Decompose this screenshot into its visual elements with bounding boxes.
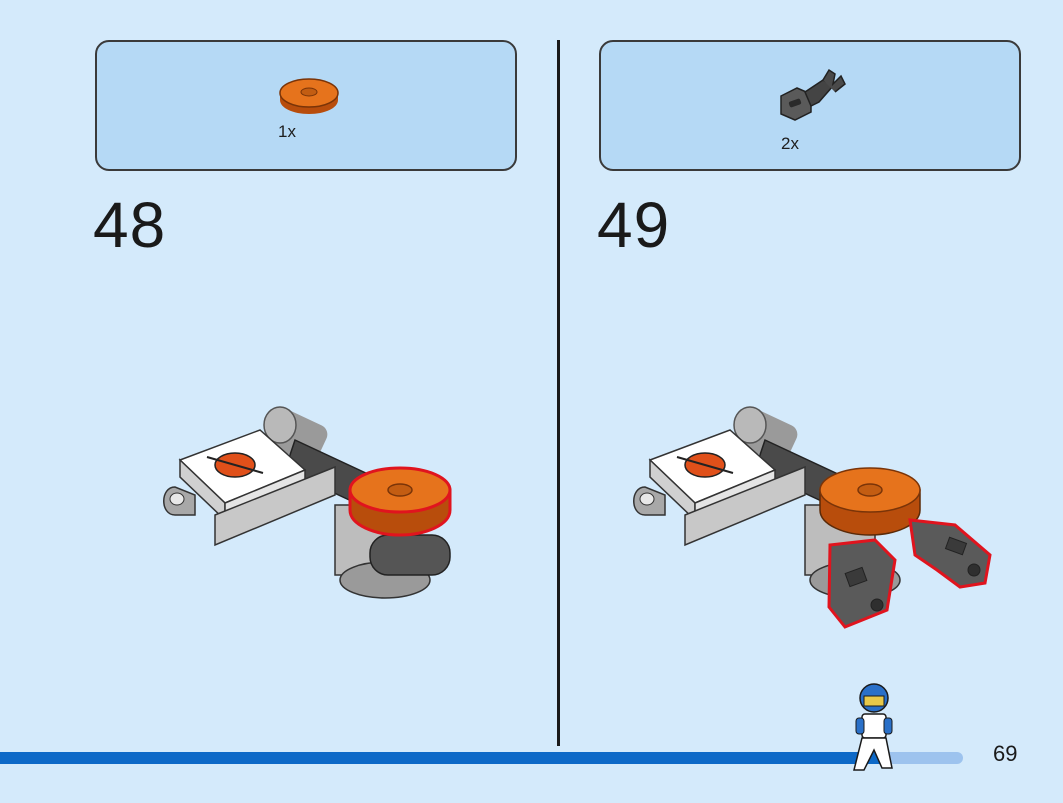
part-quantity: 2x xyxy=(781,134,799,153)
parts-callout-step-48: 1x xyxy=(95,40,517,171)
step-number: 49 xyxy=(597,189,671,261)
step-number: 48 xyxy=(93,189,167,261)
page-number: 69 xyxy=(993,741,1018,766)
step-divider xyxy=(557,40,560,746)
step-49-assembly-illustration xyxy=(633,406,992,629)
part-quantity: 1x xyxy=(278,122,296,141)
minifigure-progress-marker-icon xyxy=(853,683,893,771)
step-48-assembly-illustration xyxy=(163,406,452,599)
orange-round-tile-icon xyxy=(279,78,339,114)
gray-clip-arm-icon xyxy=(780,68,846,121)
parts-callout-step-49: 2x xyxy=(599,40,1021,171)
build-progress-fill xyxy=(0,752,886,764)
